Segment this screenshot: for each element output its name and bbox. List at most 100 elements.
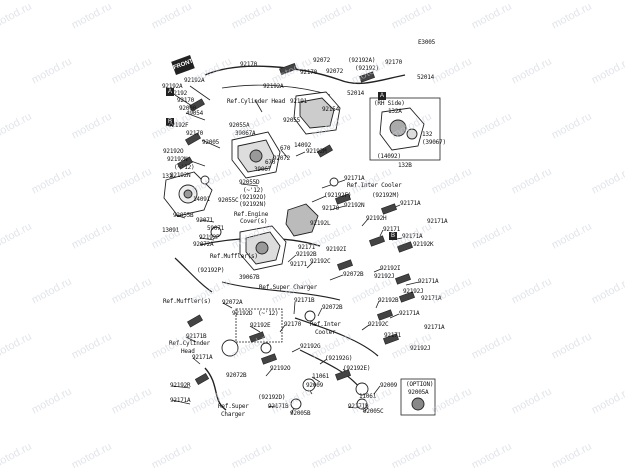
part-label: 92192A (263, 83, 284, 90)
part-label: 92005B (290, 410, 311, 417)
part-label: (92192P) (197, 267, 225, 274)
part-label: 92171A (400, 200, 421, 207)
part-label: 92171A (402, 233, 423, 240)
part-label: 92072B (226, 372, 247, 379)
part-label: 92072A (193, 241, 214, 248)
part-label: 39067B (239, 274, 260, 281)
part-label: 92072B (343, 271, 364, 278)
ring-clamp (210, 226, 222, 238)
left-cover-lower (239, 225, 287, 271)
part-label: (92192) (355, 65, 379, 72)
spring-clip (369, 235, 385, 247)
spring-clip (177, 156, 193, 170)
part-label: 92192J (410, 345, 431, 352)
part-label: Charger (221, 411, 245, 418)
part-label: 92171 (384, 332, 402, 339)
part-label: 92171 (298, 244, 316, 251)
ring-clamp (302, 378, 316, 392)
part-label: 92072B (322, 304, 343, 311)
spring-clip (359, 71, 375, 83)
lower-hose (299, 349, 361, 389)
ring-clamp (356, 398, 368, 410)
part-label: 92055B (173, 212, 194, 219)
part-label: 92055D (239, 179, 260, 186)
part-label: 92192A (162, 83, 183, 90)
spring-clip (377, 309, 393, 321)
plate-left (163, 171, 213, 217)
part-label: 92191 (290, 98, 308, 105)
option-box (400, 378, 436, 416)
part-label: 132 (162, 173, 173, 180)
part-label: Head (181, 348, 195, 355)
part-label: 92192F (168, 122, 189, 129)
part-label: Ref.Muffler(s) (163, 298, 211, 305)
part-label: 92171A (424, 324, 445, 331)
part-label: 92005C (363, 408, 384, 415)
center-fitting (285, 203, 319, 237)
inter-cooler-hose (294, 317, 379, 357)
part-label: Ref.Engine (234, 211, 269, 218)
part-label: 92192I (380, 265, 401, 272)
part-label: 92171A (427, 218, 448, 225)
part-label: 92171B (268, 403, 289, 410)
part-label: 132B (398, 162, 412, 169)
part-label: 92192H (366, 215, 387, 222)
part-label: (92192E) (343, 365, 371, 372)
part-label: Ref.Cylinder Head (227, 98, 286, 105)
part-label: 92192I (326, 246, 347, 253)
part-label: 92170 (186, 130, 204, 137)
part-label: Cover(s) (240, 218, 268, 225)
spring-clip (317, 144, 333, 158)
part-label: 92005 (202, 139, 220, 146)
part-label: (~'12) (258, 310, 279, 317)
part-label: (OPTION) (406, 381, 434, 388)
part-label: 92192N (344, 202, 365, 209)
part-label: 92171A (399, 310, 420, 317)
left-cover-upper (231, 131, 281, 179)
part-label: 39067A (235, 130, 256, 137)
part-label: (92192D) (258, 394, 286, 401)
top-hose (204, 65, 406, 85)
marker-a: A (378, 92, 386, 100)
spring-clip (279, 63, 297, 75)
part-label: 92192O (163, 148, 184, 155)
spring-clip (249, 331, 265, 343)
spring-clip (399, 291, 415, 303)
part-label: 92171A (170, 397, 191, 404)
part-label: 92192G (300, 343, 321, 350)
part-label: 92154 (322, 106, 340, 113)
part-label: (92192O) (239, 194, 267, 201)
marker-b: B (389, 232, 397, 240)
part-label: 92171 (290, 261, 308, 268)
part-label: 92171A (192, 354, 213, 361)
super-charger-hose (221, 281, 341, 301)
part-label: 59071 (207, 225, 225, 232)
ring-clamp (355, 382, 369, 396)
part-label: Ref.Super Charger (259, 284, 318, 291)
part-label: 92192O (270, 365, 291, 372)
part-label: 92192D (232, 310, 253, 317)
ring-clamp (290, 398, 302, 410)
ring-clamp (304, 310, 316, 322)
part-label: 92170 (322, 205, 340, 212)
spring-clip (397, 241, 413, 253)
upper-hose (221, 84, 331, 96)
muffler-hose-left (174, 257, 213, 293)
marker-b: B (166, 118, 174, 126)
part-label: 92171 (383, 226, 401, 233)
part-label: 92192J (374, 273, 395, 280)
part-label: 92192R (170, 382, 191, 389)
ring-clamp (200, 175, 210, 185)
part-label: 52014 (347, 90, 365, 97)
part-label: 92171B (186, 333, 207, 340)
option-part (411, 397, 425, 411)
spring-clip (383, 333, 399, 345)
part-label: 132A (388, 108, 402, 115)
part-label: 92192J (403, 288, 424, 295)
part-label: Ref.Super (218, 403, 249, 410)
part-label: 92009 (306, 382, 324, 389)
part-label: 92171A (421, 295, 442, 302)
spring-clip (381, 203, 397, 215)
part-label: (92192F) (324, 192, 352, 199)
